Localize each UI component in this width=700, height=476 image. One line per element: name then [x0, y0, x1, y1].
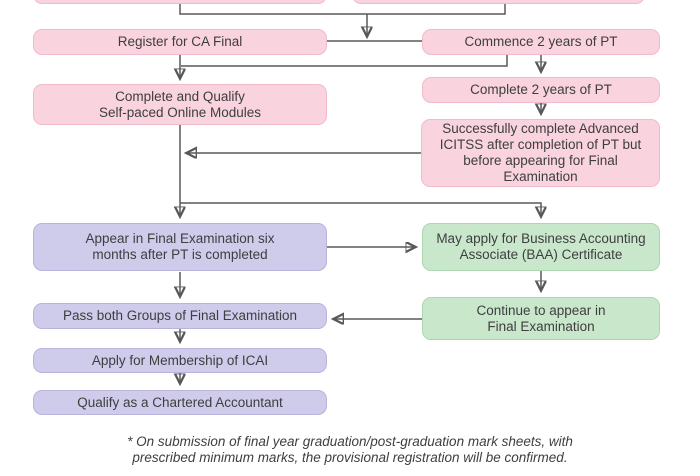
- branch-selfpaced-to-baa: [180, 202, 541, 216]
- node-appear-final-exam: Appear in Final Examination six months a…: [33, 223, 327, 271]
- footnote: * On submission of final year graduation…: [127, 434, 573, 465]
- node-advanced-icitss: Successfully complete Advanced ICITSS af…: [421, 119, 660, 187]
- connector-top-rail: [179, 3, 506, 15]
- node-commence-pt: Commence 2 years of PT: [422, 29, 660, 55]
- node-continue-final-exam: Continue to appear in Final Examination: [422, 297, 660, 340]
- node-register-ca-final: Register for CA Final: [33, 29, 327, 55]
- node-top-cropped-right: [352, 0, 645, 4]
- node-top-cropped-left: [33, 0, 327, 4]
- branch-commence-to-selfpaced: [181, 55, 508, 67]
- node-membership-icai: Apply for Membership of ICAI: [33, 348, 327, 373]
- node-baa-certificate: May apply for Business Accounting Associ…: [422, 223, 660, 271]
- node-pass-both-groups: Pass both Groups of Final Examination: [33, 303, 327, 329]
- node-self-paced-modules: Complete and Qualify Self-paced Online M…: [33, 84, 327, 125]
- node-complete-pt: Complete 2 years of PT: [422, 77, 660, 103]
- node-qualify-ca: Qualify as a Chartered Accountant: [33, 390, 327, 415]
